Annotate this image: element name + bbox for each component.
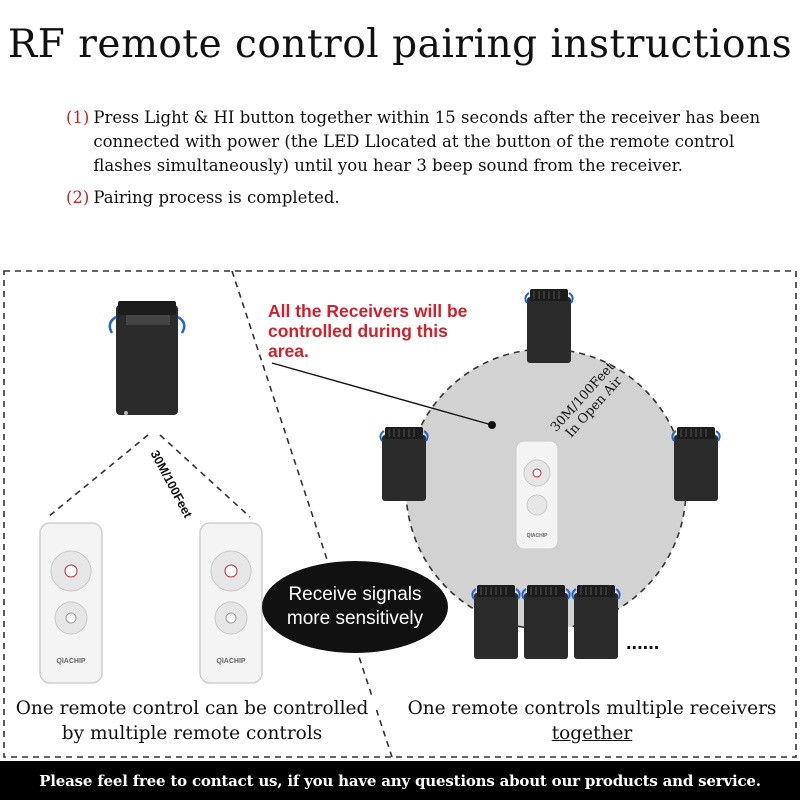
receiver-bottom-2 — [521, 584, 571, 660]
illustration-area: QIACHIP QIACHIP QIACHIP ...... — [0, 265, 800, 761]
left-receiver — [108, 301, 186, 415]
right-caption-line-1: One remote controls multiple receivers — [407, 698, 777, 719]
instructions-list: (1) Press Light & HI button together wit… — [66, 106, 766, 218]
bubble-line-1: Receive signals — [288, 584, 422, 605]
footer-bar: Please feel free to contact us, if you h… — [0, 761, 800, 800]
right-caption: One remote controls multiple receivers t… — [392, 696, 792, 746]
page-title: RF remote control pairing instructions — [7, 22, 793, 67]
left-caption-line-2: by multiple remote controls — [61, 723, 323, 744]
receiver-bottom-3 — [571, 584, 621, 660]
remote-brand: QIACHIP — [216, 658, 246, 665]
right-caption-line-2: together — [551, 723, 633, 744]
step-number: (1) — [66, 108, 90, 127]
receiver-bottom-1 — [471, 584, 521, 660]
signal-bubble: Receive signals more sensitively — [262, 561, 448, 653]
illustration-graphics: QIACHIP QIACHIP QIACHIP ...... — [3, 270, 797, 758]
step-number: (2) — [66, 188, 90, 207]
remote-brand: QIACHIP — [56, 658, 86, 665]
dashed-frame — [3, 270, 797, 758]
coverage-note: All the Receivers will be controlled dur… — [268, 301, 468, 361]
instruction-step-2: (2) Pairing process is completed. — [66, 186, 766, 210]
left-caption-line-1: One remote control can be controlled — [15, 698, 369, 719]
receiver-right — [671, 426, 721, 502]
step-text: Pairing process is completed. — [93, 188, 340, 207]
ellipsis: ...... — [626, 632, 659, 654]
left-caption: One remote control can be controlled by … — [8, 696, 376, 746]
instruction-step-1: (1) Press Light & HI button together wit… — [66, 106, 766, 178]
left-remote-1: QIACHIP — [39, 522, 103, 684]
left-remote-2: QIACHIP — [199, 522, 263, 684]
footer-text: Please feel free to contact us, if you h… — [39, 771, 761, 790]
receiver-left — [379, 426, 429, 502]
remote-brand: QIACHIP — [527, 533, 549, 539]
bubble-line-2: more sensitively — [286, 608, 424, 629]
center-remote: QIACHIP — [515, 440, 559, 550]
receiver-top — [524, 288, 574, 364]
step-text: Press Light & HI button together within … — [93, 108, 761, 175]
dashed-divider — [231, 270, 393, 758]
